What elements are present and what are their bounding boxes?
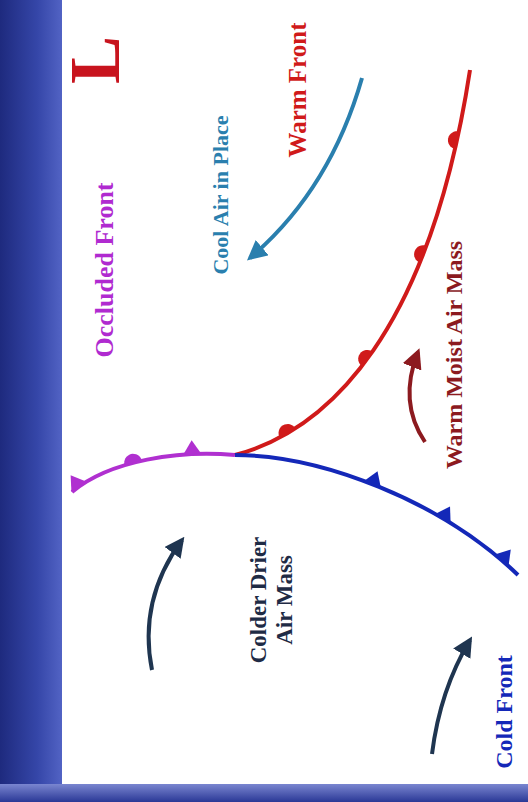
front-label: Cold Front (491, 655, 519, 769)
front-symbols (71, 131, 511, 566)
air-mass-label: Warm Moist Air Mass (441, 241, 469, 469)
airflow-arrow (149, 540, 182, 670)
bottom-band (0, 784, 528, 802)
front-label: Occluded Front (90, 182, 120, 357)
front-semicircle (414, 245, 426, 262)
front-triangle (364, 471, 381, 487)
front-semicircle (358, 350, 372, 366)
low-pressure-symbol: L (54, 36, 137, 84)
front-triangle (495, 550, 511, 566)
air-mass-label: Cool Air in Place (208, 115, 233, 274)
occluded-front-line (72, 454, 235, 492)
front-triangle (435, 507, 450, 524)
front-triangle (71, 475, 86, 492)
airflow-arrow (409, 352, 425, 442)
front-semicircle (124, 454, 142, 465)
front-label: Warm Front (284, 23, 313, 158)
air-mass-label: Colder Drier Air Mass (246, 525, 299, 675)
side-band (0, 0, 62, 802)
front-semicircle (279, 424, 296, 438)
airflow-arrow (432, 640, 470, 754)
front-triangle (183, 440, 201, 454)
panel (62, 0, 528, 784)
front-semicircle (448, 131, 459, 149)
warm-front-line (235, 70, 470, 455)
